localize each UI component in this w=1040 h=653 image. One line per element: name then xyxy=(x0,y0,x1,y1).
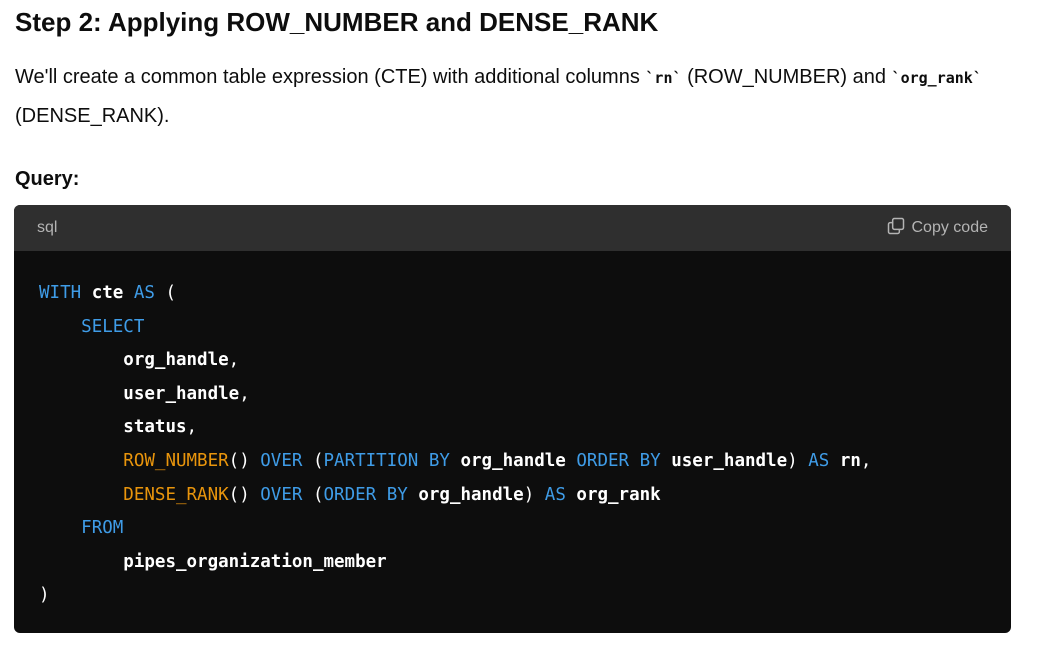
code-punctuation xyxy=(39,417,123,437)
code-identifier: user_handle xyxy=(671,450,788,471)
code-identifier: org_handle xyxy=(418,484,524,505)
code-punctuation: ( xyxy=(154,283,177,303)
code-punctuation: () xyxy=(228,484,261,505)
code-function: DENSE_RANK xyxy=(123,484,229,505)
code-block-header: sql Copy code xyxy=(14,205,1011,251)
code-punctuation: , xyxy=(860,450,872,471)
section-heading: Step 2: Applying ROW_NUMBER and DENSE_RA… xyxy=(15,7,659,37)
code-function: ROW_NUMBER xyxy=(123,450,229,471)
code-line: user_handle, xyxy=(39,378,1011,412)
code-identifier: cte xyxy=(91,283,124,303)
code-identifier: user_handle xyxy=(123,383,240,404)
code-content[interactable]: WITH cte AS ( SELECT org_handle, user_ha… xyxy=(14,251,1011,613)
code-punctuation: , xyxy=(186,417,198,438)
code-line: FROM xyxy=(39,512,1011,546)
code-punctuation: , xyxy=(228,350,240,371)
code-line: ) xyxy=(39,579,1011,613)
code-punctuation xyxy=(661,451,672,471)
inline-code-org-rank: `org_rank` xyxy=(891,69,982,87)
code-keyword: SELECT xyxy=(81,316,145,337)
code-line: status, xyxy=(39,411,1011,445)
code-punctuation xyxy=(566,485,577,505)
code-identifier: org_handle xyxy=(460,450,566,471)
code-punctuation xyxy=(39,317,81,337)
code-keyword: OVER xyxy=(260,450,303,471)
description-text-2: (ROW_NUMBER) and xyxy=(681,66,892,88)
code-identifier: status xyxy=(123,417,187,438)
code-punctuation: ) xyxy=(39,585,50,606)
code-punctuation: ) xyxy=(523,484,545,505)
code-identifier: pipes_organization_member xyxy=(123,551,387,572)
code-line: DENSE_RANK() OVER (ORDER BY org_handle) … xyxy=(39,479,1011,513)
code-identifier: rn xyxy=(839,450,861,471)
code-line: SELECT xyxy=(39,311,1011,345)
code-punctuation xyxy=(123,283,134,303)
code-punctuation xyxy=(450,451,461,471)
code-line: ROW_NUMBER() OVER (PARTITION BY org_hand… xyxy=(39,445,1011,479)
description-paragraph: We'll create a common table expression (… xyxy=(15,58,1005,135)
code-keyword: AS xyxy=(544,484,566,505)
code-block: sql Copy code WITH cte AS ( SELECT org_h… xyxy=(14,205,1011,633)
code-language-label: sql xyxy=(37,219,58,236)
copy-code-button[interactable]: Copy code xyxy=(886,216,989,241)
code-punctuation: () xyxy=(228,450,261,471)
copy-icon xyxy=(886,216,906,241)
code-punctuation xyxy=(39,552,123,572)
code-punctuation xyxy=(566,451,577,471)
code-keyword: ORDER BY xyxy=(323,484,408,505)
code-keyword: PARTITION BY xyxy=(323,450,450,471)
code-punctuation xyxy=(39,518,81,538)
code-punctuation xyxy=(829,451,840,471)
code-punctuation: ) xyxy=(787,450,809,471)
code-keyword: WITH xyxy=(39,283,82,303)
code-keyword: ORDER BY xyxy=(576,450,661,471)
query-label: Query: xyxy=(15,168,80,190)
code-punctuation: , xyxy=(239,383,250,404)
code-identifier: org_rank xyxy=(576,484,661,505)
code-punctuation: ( xyxy=(302,450,324,471)
code-punctuation xyxy=(39,451,123,471)
code-keyword: AS xyxy=(133,283,155,303)
code-punctuation xyxy=(39,485,123,505)
code-keyword: FROM xyxy=(81,518,124,539)
code-keyword: AS xyxy=(808,450,830,471)
code-punctuation xyxy=(39,350,123,370)
description-text-1: We'll create a common table expression (… xyxy=(15,66,646,88)
code-line: WITH cte AS ( xyxy=(39,277,1011,311)
code-punctuation xyxy=(39,384,123,404)
code-line: org_handle, xyxy=(39,344,1011,378)
code-keyword: OVER xyxy=(260,484,303,505)
description-text-3: (DENSE_RANK). xyxy=(15,105,170,127)
copy-code-label: Copy code xyxy=(911,219,989,236)
code-punctuation xyxy=(81,283,92,303)
code-punctuation xyxy=(408,485,419,505)
code-punctuation: ( xyxy=(302,484,324,505)
inline-code-rn: `rn` xyxy=(645,69,682,87)
code-identifier: org_handle xyxy=(123,350,229,371)
code-line: pipes_organization_member xyxy=(39,546,1011,580)
